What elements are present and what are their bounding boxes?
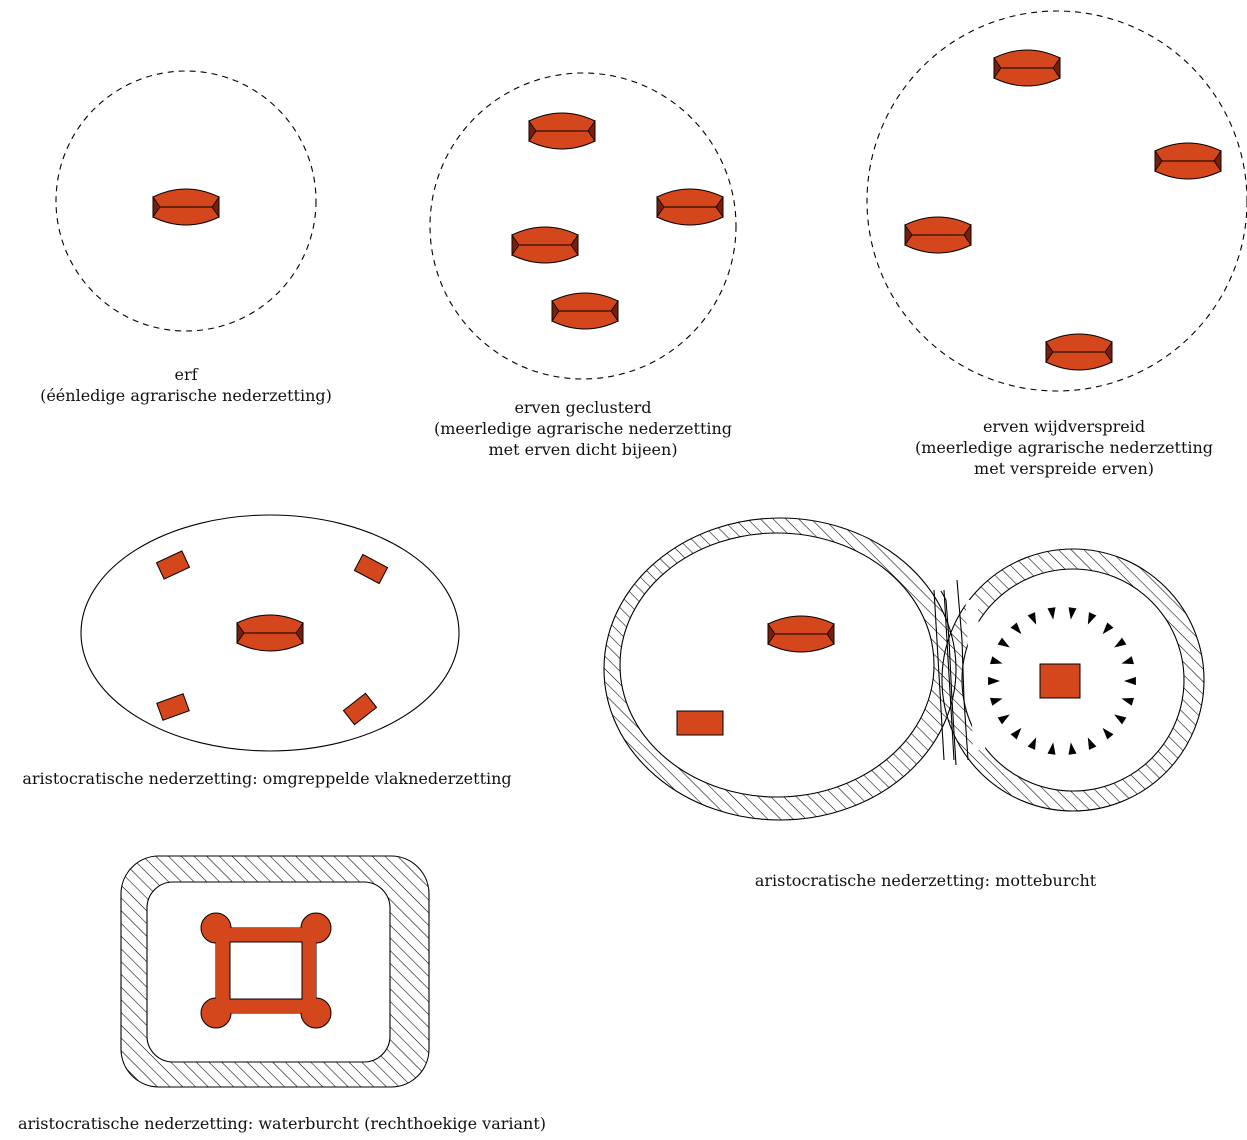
slope-mark — [1102, 727, 1114, 740]
erven-wijdverspreid-title: erven wijdverspreid — [982, 417, 1146, 436]
slope-mark — [1087, 737, 1097, 750]
slope-mark — [1114, 637, 1127, 648]
moat-ring — [603, 517, 1205, 821]
erf-boundary — [55, 70, 317, 332]
farmhouse-icon — [904, 216, 972, 254]
erven-geclusterd-caption: erven geclusterd (meerledige agrarische … — [433, 397, 733, 460]
farmhouse-icon — [528, 112, 596, 150]
slope-mark — [1124, 676, 1136, 686]
erven-geclusterd-panel — [429, 72, 737, 380]
vlaknederzetting-panel — [80, 514, 460, 752]
slope-mark — [990, 656, 1003, 665]
farmhouse-icon — [1154, 142, 1222, 180]
slope-mark — [990, 697, 1003, 706]
slope-mark — [988, 676, 1000, 686]
motteburcht-title: aristocratische nederzetting: motteburch… — [754, 871, 1097, 890]
farmhouse-icon — [656, 188, 724, 226]
slope-mark — [1068, 742, 1077, 755]
slope-mark — [997, 637, 1010, 648]
waterburcht-caption: aristocratische nederzetting: waterburch… — [2, 1113, 562, 1134]
erven-wijdverspreid-caption: erven wijdverspreid (meerledige agrarisc… — [914, 416, 1214, 479]
outbuilding-icon — [353, 553, 389, 585]
erven-wijdverspreid-subtitle-2: met verspreide erven) — [974, 459, 1154, 478]
erf-subtitle: (éénledige agrarische nederzetting) — [40, 386, 332, 405]
ditch-outline — [80, 514, 460, 752]
slope-mark — [1102, 622, 1114, 635]
farmhouse-icon — [993, 49, 1061, 87]
slope-mark — [1027, 612, 1037, 625]
outbuilding-icon — [342, 692, 378, 726]
erven-geclusterd-title: erven geclusterd — [514, 398, 652, 417]
erf-title: erf — [174, 365, 198, 384]
farmhouse-icon — [511, 226, 579, 264]
farmhouse-icon — [236, 614, 304, 652]
slope-mark — [1087, 612, 1097, 625]
slope-mark — [1114, 714, 1127, 725]
motteburcht-caption: aristocratische nederzetting: motteburch… — [738, 870, 1113, 891]
farmhouse-icon — [152, 188, 220, 226]
farmhouse-icon — [551, 292, 619, 330]
cluster-boundary — [429, 72, 737, 380]
erven-geclusterd-subtitle-1: (meerledige agrarische nederzetting — [433, 419, 733, 438]
castle-walls-icon — [200, 912, 332, 1029]
erf-caption: erf — [86, 364, 286, 385]
tower-icon — [1039, 663, 1081, 699]
slope-mark — [997, 714, 1010, 725]
waterburcht-title: aristocratische nederzetting: waterburch… — [17, 1114, 547, 1133]
farmhouse-icon — [1045, 333, 1113, 371]
motteburcht-panel — [603, 517, 1205, 821]
dispersed-boundary — [866, 10, 1247, 392]
slope-mark — [1068, 607, 1077, 620]
erf-panel — [55, 70, 317, 332]
outbuilding-icon — [156, 693, 190, 721]
slope-mark — [1010, 622, 1022, 635]
slope-mark — [1121, 697, 1134, 706]
motte-slope-marks — [988, 607, 1136, 755]
erven-geclusterd-subtitle-2: met erven dicht bijeen) — [488, 440, 678, 459]
erven-wijdverspreid-panel — [866, 10, 1247, 392]
slope-mark — [1027, 737, 1037, 750]
outbuilding-icon — [676, 710, 724, 736]
erven-wijdverspreid-subtitle-1: (meerledige agrarische nederzetting — [914, 438, 1214, 457]
outbuilding-icon — [156, 550, 190, 580]
erf-subtitle-caption: (éénledige agrarische nederzetting) — [36, 385, 336, 406]
waterburcht-panel — [120, 855, 430, 1088]
vlaknederzetting-title: aristocratische nederzetting: omgreppeld… — [22, 769, 512, 788]
slope-mark — [1047, 607, 1056, 620]
vlaknederzetting-caption: aristocratische nederzetting: omgreppeld… — [2, 768, 532, 789]
slope-mark — [1010, 727, 1022, 740]
farmhouse-icon — [767, 615, 835, 653]
slope-mark — [1121, 656, 1134, 665]
slope-mark — [1047, 742, 1056, 755]
